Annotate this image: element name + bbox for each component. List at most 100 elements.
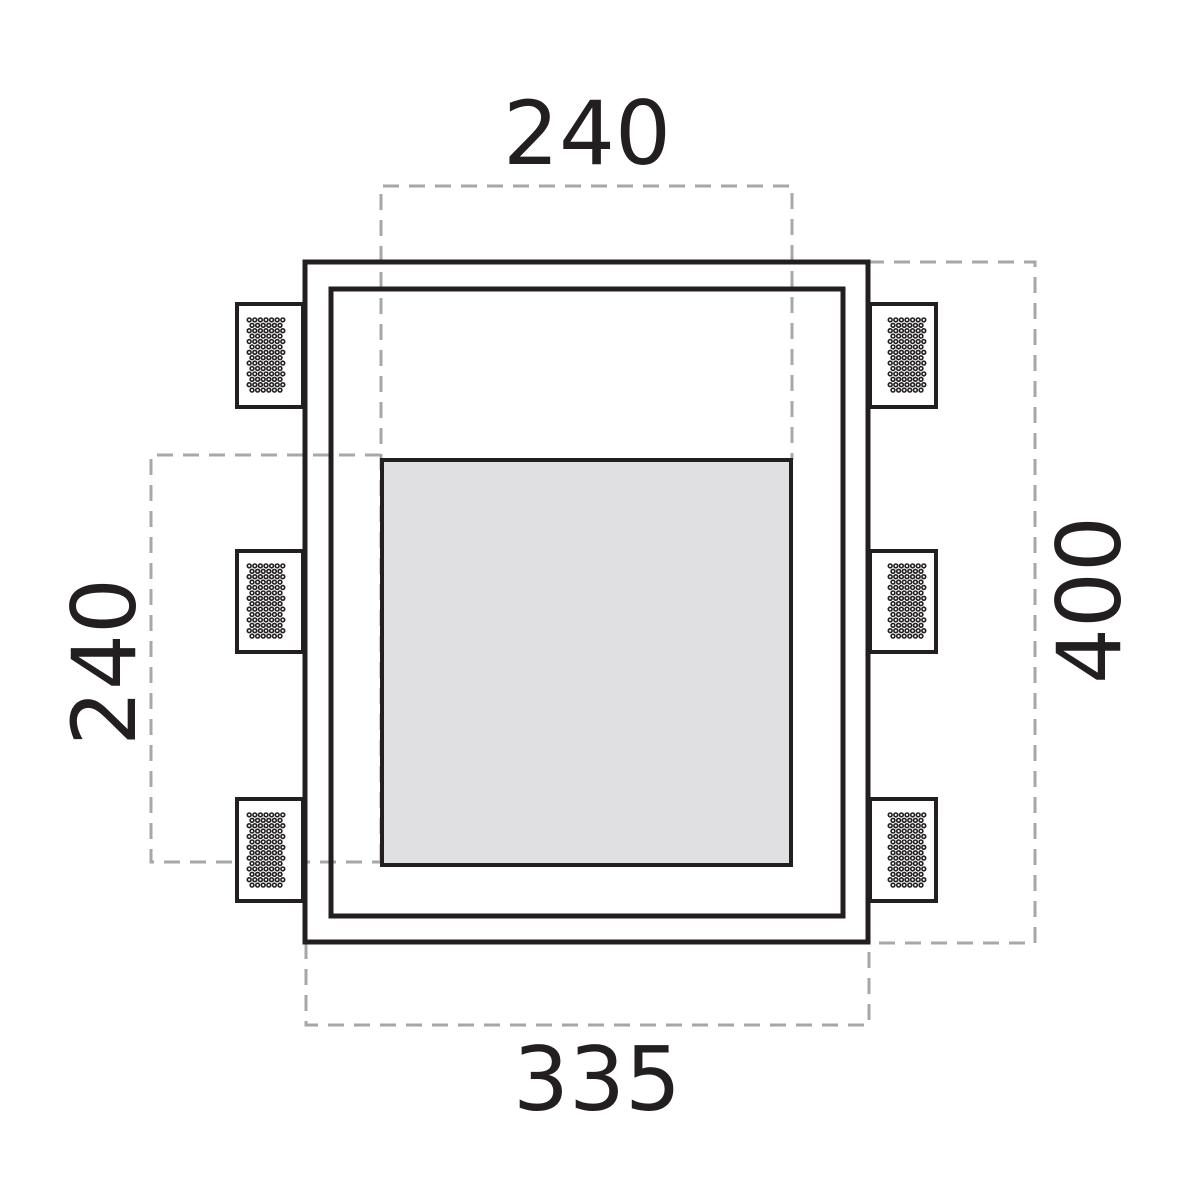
perforation-dot <box>280 876 286 883</box>
perforation-dot <box>893 844 899 850</box>
perforation-dot <box>893 617 899 623</box>
perforation-dot <box>898 371 905 377</box>
perforation-dot <box>260 600 266 607</box>
perforation-dot <box>257 617 264 623</box>
perforation-dot <box>260 322 266 328</box>
perforation-dot <box>277 333 283 339</box>
perforation-dot <box>271 579 278 585</box>
perforation-dot <box>260 860 266 867</box>
perforation-dot <box>274 338 280 345</box>
perforation-dot <box>268 371 275 377</box>
perforation-dot <box>268 328 275 334</box>
perforation-dot <box>893 822 899 829</box>
perforation-dot <box>260 839 266 845</box>
dimension-right-height: 400 <box>1038 516 1141 684</box>
perforation-dot <box>268 360 275 366</box>
perforation-dot <box>887 855 893 861</box>
perforation-dot <box>921 328 927 334</box>
perforation-dot <box>915 584 921 591</box>
perforation-dot <box>266 860 272 867</box>
perforation-dot <box>254 817 261 823</box>
perforation-dot <box>271 882 278 888</box>
perforation-dot <box>268 382 275 388</box>
perforation-dot <box>263 855 269 861</box>
perforation-dot <box>893 855 899 861</box>
perforation-dot <box>918 365 924 372</box>
perforation-dot <box>254 882 261 888</box>
perforation-dot <box>895 849 902 856</box>
perforation-dot <box>909 866 916 872</box>
perforation-dot <box>268 822 275 829</box>
perforation-dot <box>904 382 910 388</box>
perforation-dot <box>907 860 913 867</box>
mounting-tab-right-middle <box>868 549 938 654</box>
perforation-dot <box>263 317 269 323</box>
perforation-dot <box>907 355 913 361</box>
perforation-dot <box>890 622 896 628</box>
perforation-dot <box>268 349 275 355</box>
perforation-dot <box>260 344 266 350</box>
perforation-dot <box>274 595 280 601</box>
dimension-top-width: 240 <box>503 82 671 185</box>
perforation-dot <box>252 844 258 850</box>
perforation-dot <box>909 627 916 634</box>
perforation-dot <box>915 573 921 580</box>
perforation-dot <box>266 568 272 574</box>
perforation-dot <box>918 568 924 574</box>
perforation-dot <box>246 563 252 569</box>
perforation-dot <box>277 817 283 823</box>
perforation-dot <box>915 595 921 601</box>
perforation-dot <box>246 595 252 601</box>
perforation-dot <box>263 595 269 601</box>
perforation-dot <box>918 333 924 339</box>
perforation-dot <box>257 855 264 861</box>
perforation-dot <box>901 839 907 845</box>
perforation-dot <box>271 633 278 639</box>
perforation-dot <box>254 622 261 628</box>
perforation-dot <box>915 360 921 366</box>
perforation-dot <box>901 633 907 639</box>
perforation-dot <box>280 360 286 366</box>
perforation-dot <box>909 617 916 623</box>
perforation-dot <box>280 855 286 861</box>
perforation-dot <box>887 866 893 872</box>
perforation-dot <box>904 866 910 872</box>
perforation-dot <box>904 573 910 580</box>
left-dimension-guide <box>149 453 381 864</box>
perforation-dot <box>277 839 283 845</box>
perforation-dot <box>277 344 283 350</box>
perforation-dot <box>912 365 919 372</box>
perforation-dot <box>898 876 905 883</box>
perforation-dot <box>895 322 902 328</box>
perforation-dot <box>263 606 269 612</box>
perforation-dot <box>890 849 896 856</box>
perforation-dot <box>898 855 905 861</box>
perforation-dot <box>254 828 261 834</box>
perforation-dot <box>249 633 255 639</box>
perforation-dot <box>277 849 283 856</box>
perforation-dot <box>890 376 896 382</box>
perforation-dot <box>907 376 913 382</box>
perforation-dot <box>271 600 278 607</box>
perforation-dot <box>280 844 286 850</box>
perforation-dot <box>918 860 924 867</box>
perforation-dot <box>912 839 919 845</box>
perforation-dot <box>263 822 269 829</box>
bottom-dimension-guide <box>304 943 871 1027</box>
perforation-dot <box>268 812 275 818</box>
perforation-dot <box>274 855 280 861</box>
perforation-dot <box>246 876 252 883</box>
perforation-dot <box>274 349 280 355</box>
perforation-dot <box>274 563 280 569</box>
perforation-dot <box>893 876 899 883</box>
perforation-dot <box>895 622 902 628</box>
perforation-dot <box>890 333 896 339</box>
perforation-dot <box>898 317 905 323</box>
perforation-dot <box>257 382 264 388</box>
perforation-dot <box>280 595 286 601</box>
perforation-dot <box>274 617 280 623</box>
perforation-dot <box>271 839 278 845</box>
perforation-dot <box>918 849 924 856</box>
perforation-dot <box>246 371 252 377</box>
perforation-dot <box>254 849 261 856</box>
